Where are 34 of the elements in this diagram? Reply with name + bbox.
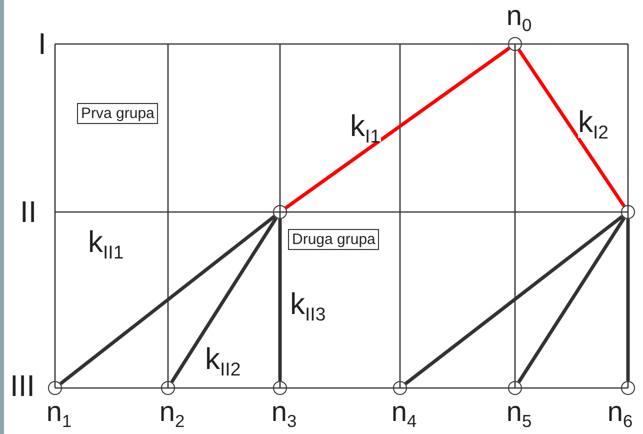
node-circle: [48, 381, 62, 395]
connector-line: [626, 219, 630, 381]
node-circle: [508, 381, 522, 395]
node-label: n$_{6}$: [607, 398, 633, 426]
edge-label: k$_{II1}$: [88, 228, 124, 258]
connector-line: [170, 216, 278, 384]
edge-label: k$_{I1}$: [350, 112, 381, 142]
connector-line: [59, 214, 276, 386]
node-circle: [161, 381, 175, 395]
connector-line: [404, 214, 624, 386]
row-label: I: [38, 30, 46, 60]
connector-line: [517, 48, 626, 208]
node-circle: [393, 381, 407, 395]
node-label: n$_{0}$: [506, 2, 532, 30]
node-circle: [273, 205, 287, 219]
group-label-box: Prva grupa: [77, 103, 158, 124]
edge-label: k$_{I2}$: [578, 108, 609, 138]
node-circle: [621, 381, 635, 395]
node-circle: [273, 381, 287, 395]
connector-line: [284, 46, 510, 210]
node-circle: [621, 205, 635, 219]
node-label: n$_{1}$: [46, 398, 72, 426]
connector-line: [278, 219, 282, 381]
edge-label: k$_{II3}$: [290, 290, 326, 320]
node-label: n$_{3}$: [271, 398, 297, 426]
connector-line: [517, 216, 626, 384]
edge-label: k$_{II2}$: [205, 345, 241, 375]
row-label: II: [20, 198, 37, 228]
node-circle: [508, 37, 522, 51]
node-label: n$_{5}$: [506, 398, 532, 426]
node-label: n$_{4}$: [391, 398, 417, 426]
group-label-box: Druga grupa: [288, 229, 380, 250]
row-label: III: [10, 372, 36, 402]
node-label: n$_{2}$: [159, 398, 185, 426]
